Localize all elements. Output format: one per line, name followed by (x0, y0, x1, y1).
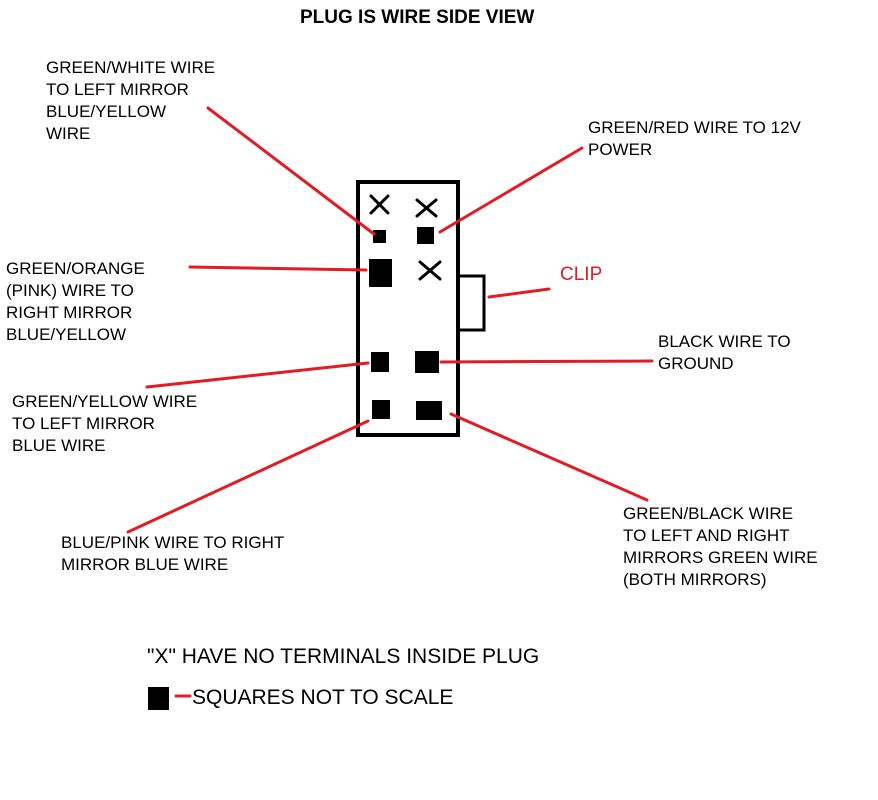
label-green-red: GREEN/RED WIRE TO 12V POWER (588, 118, 801, 159)
label-green-black: GREEN/BLACK WIRE TO LEFT AND RIGHT MIRRO… (623, 504, 818, 589)
diagram-title: PLUG IS WIRE SIDE VIEW (300, 7, 535, 28)
terminal-square (373, 230, 386, 243)
leader-clip (487, 287, 551, 299)
leader-black (439, 359, 654, 364)
note-x: "X" HAVE NO TERMINALS INSIDE PLUG (147, 645, 540, 668)
terminal-square (417, 227, 434, 244)
terminal-square (371, 352, 389, 372)
label-green-orange: GREEN/ORANGE (PINK) WIRE TO RIGHT MIRROR… (6, 259, 145, 344)
terminal-square (415, 351, 439, 373)
x-mark-icon (369, 194, 390, 215)
label-clip: CLIP (560, 264, 603, 285)
label-green-white: GREEN/WHITE WIRE TO LEFT MIRROR BLUE/YEL… (46, 58, 216, 143)
terminal-square (372, 400, 390, 419)
label-blue-pink: BLUE/PINK WIRE TO RIGHT MIRROR BLUE WIRE (61, 533, 285, 574)
plug-clip (460, 274, 486, 332)
leader-green-white (206, 106, 376, 236)
terminal-square (369, 259, 392, 287)
legend-square (148, 687, 169, 710)
plug-outline (356, 180, 460, 437)
label-green-yellow: GREEN/YELLOW WIRE TO LEFT MIRROR BLUE WI… (12, 392, 198, 455)
note-squares: SQUARES NOT TO SCALE (192, 686, 454, 709)
x-mark-icon (415, 198, 438, 218)
leader-green-black (449, 412, 649, 502)
leader-blue-pink (126, 419, 370, 534)
leader-green-red (438, 146, 584, 234)
leader-green-yellow (145, 361, 370, 389)
x-mark-icon (418, 260, 442, 281)
label-black: BLACK WIRE TO GROUND (658, 332, 791, 373)
terminal-square (416, 401, 442, 420)
leader-green-orange (188, 265, 368, 272)
